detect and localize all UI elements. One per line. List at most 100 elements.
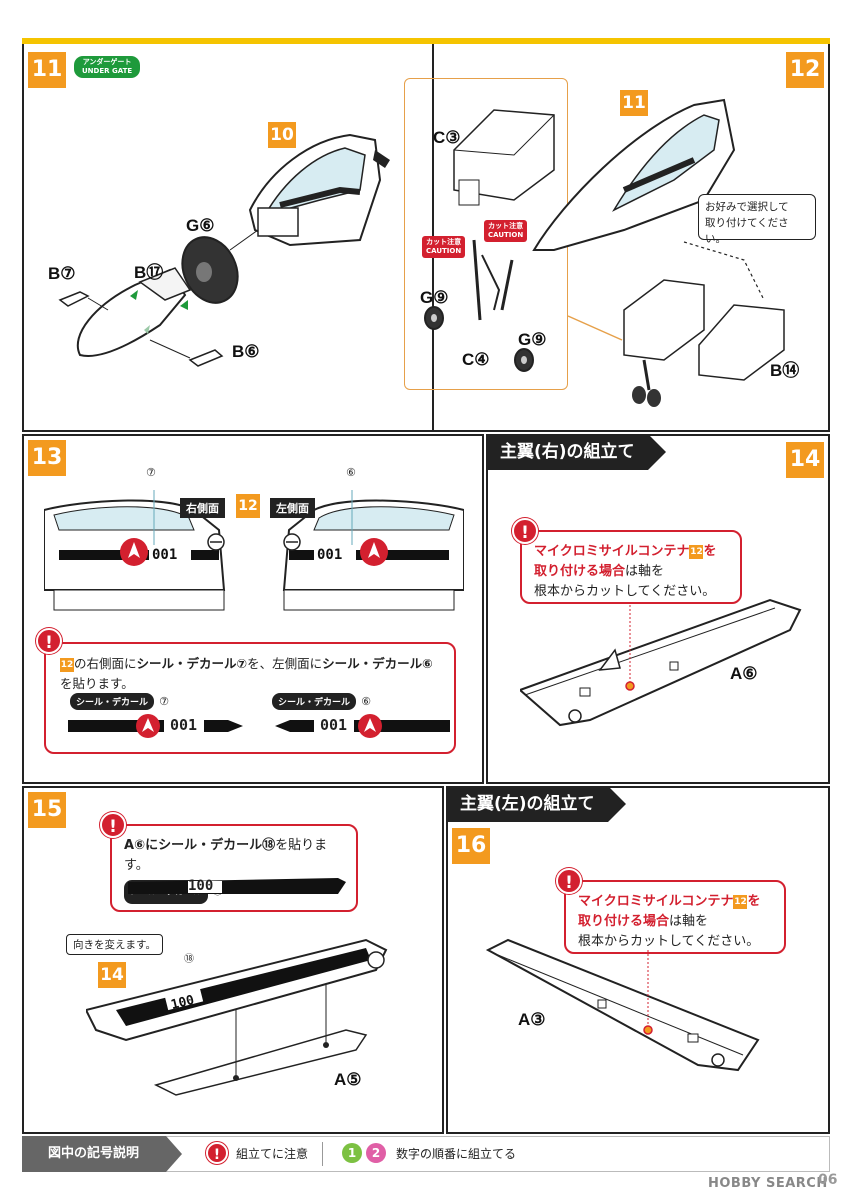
s16-note-ref: 12 [733, 894, 748, 909]
s16-note-d: は軸を [669, 914, 709, 929]
legend-title: 図中の記号説明 [22, 1136, 182, 1172]
wing-decal-illustration: 100 [86, 938, 388, 1096]
step-14-number: 14 [786, 442, 824, 478]
left-wing-illustration [485, 938, 760, 1072]
page-number: 06 [818, 1172, 838, 1188]
step-14-note: マイクロミサイルコンテナ12を 取り付ける場合は軸を 根本からカットしてください… [520, 530, 742, 604]
s12-label-c4: C④ [462, 350, 490, 369]
svg-text:001: 001 [317, 547, 342, 563]
seal-7-tag: シール・デカール ⑦ [70, 690, 169, 710]
s11-label-b17: B⑰ [134, 263, 164, 282]
caution-icon-15: ! [100, 812, 126, 838]
step-12-ref: 11 [620, 90, 648, 116]
decal-6-number: 001 [320, 716, 348, 734]
s14-note-a: マイクロミサイルコンテナ [534, 544, 690, 559]
step-11-ref: 10 [268, 122, 296, 148]
decal-18-number: 100 [188, 878, 214, 894]
s15-note-line1: A⑥にシール・デカール⑱を貼ります。 [124, 836, 344, 876]
s14-note-c: 取り付ける場合 [534, 564, 626, 579]
s14-part-a6: A⑥ [730, 664, 758, 683]
s12-label-b14: B⑭ [770, 361, 800, 380]
s14-note-line2: 取り付ける場合は軸を [534, 562, 728, 582]
s14-note-line1: マイクロミサイルコンテナ12を [534, 542, 728, 562]
step-15-number: 15 [28, 792, 66, 828]
note-text-b: シール・デカール⑦ [136, 656, 248, 671]
caution-icon-13: ! [36, 628, 62, 654]
s11-label-b6: B⑥ [232, 342, 260, 361]
note-text-d: シール・デカール⑥ [322, 656, 433, 671]
step-16-title: 主翼(左)の組立て [446, 786, 626, 822]
decal-7-number: 001 [170, 716, 198, 734]
under-gate-en: UNDER GATE [82, 67, 133, 75]
left-side-tag: 左側面 [270, 498, 315, 518]
step-16-note: マイクロミサイルコンテナ12を 取り付ける場合は軸を 根本からカットしてください… [564, 880, 786, 954]
legend-order-text: 数字の順番に組立てる [396, 1147, 517, 1161]
step-14-title: 主翼(右)の組立て [486, 434, 666, 470]
step-13-number: 13 [28, 440, 66, 476]
under-gate-jp: アンダーゲート [82, 58, 132, 66]
hobby-search-watermark: HOBBY SEARCH [708, 1176, 828, 1191]
right-wing-illustration [520, 598, 802, 727]
caution-en-1: CAUTION [426, 247, 462, 255]
landing-gear-illustration [424, 98, 785, 407]
s16-note-line3: 根本からカットしてください。 [578, 934, 760, 949]
caution-jp-2: カット注意 [488, 222, 524, 230]
step-15-ref: 14 [98, 962, 126, 988]
step-11-number: 11 [28, 52, 66, 88]
s12-label-c3: C③ [433, 128, 461, 147]
s15-note-c: を貼ります。 [124, 838, 328, 873]
step-15-note: A⑥にシール・デカール⑱を貼ります。 シール・デカール ⑱ [110, 824, 358, 912]
top-bar [22, 38, 830, 44]
s16-note-line1: マイクロミサイルコンテナ12を [578, 892, 772, 912]
s16-note-a: マイクロミサイルコンテナ [578, 894, 734, 909]
s15-note-a: A⑥に [124, 838, 159, 853]
decal-marker-right: ⑦ [146, 466, 156, 479]
svg-text:001: 001 [152, 547, 177, 563]
seal-num-6: ⑥ [361, 695, 371, 708]
s12-label-g9b: G⑨ [518, 330, 547, 349]
s16-note-b: を [747, 894, 761, 909]
seal-label-6: シール・デカール [272, 693, 357, 710]
legend-caution-icon: ! [206, 1142, 228, 1164]
seal-num-7: ⑦ [159, 695, 169, 708]
s12-label-g9a: G⑨ [420, 288, 449, 307]
order-2-icon: 2 [366, 1143, 386, 1163]
step-12-number: 12 [786, 52, 824, 88]
decal-18-graphic [128, 878, 346, 894]
s14-note-d: は軸を [625, 564, 665, 579]
s16-note-line2: 取り付ける場合は軸を [578, 912, 772, 932]
caution-jp-1: カット注意 [426, 238, 462, 246]
s15-part-a5: A⑤ [334, 1070, 362, 1089]
seal-6-tag: シール・デカール ⑥ [272, 690, 371, 710]
decal-6-graphic [275, 714, 450, 738]
direction-note: 向きを変えます。 [66, 934, 163, 955]
right-side-tag: 右側面 [180, 498, 225, 518]
order-1-icon: 1 [342, 1143, 362, 1163]
s15-note-b: シール・デカール⑱ [158, 838, 276, 853]
s16-note-c: 取り付ける場合 [578, 914, 670, 929]
nose-cone-assembly-illustration [58, 133, 390, 367]
s14-note-line3: 根本からカットしてください。 [534, 584, 716, 599]
s16-part-a3: A③ [518, 1010, 546, 1029]
note-text-a: の右側面に [74, 656, 137, 671]
s11-label-b7: B⑦ [48, 264, 76, 283]
s11-label-g6: G⑥ [186, 216, 215, 235]
svg-text:100: 100 [169, 993, 196, 1013]
step-16-number: 16 [452, 828, 490, 864]
step-13-note-line2: を貼ります。 [60, 676, 134, 691]
step-13-note-line1: 12の右側面にシール・デカール⑦を、左側面にシール・デカール⑥ [60, 654, 440, 674]
select-note-box: お好みで選択して 取り付けてください。 [698, 194, 816, 245]
under-gate-tag: アンダーゲート UNDER GATE [74, 56, 141, 78]
s14-note-ref: 12 [689, 544, 704, 559]
caution-en-2: CAUTION [488, 231, 524, 239]
step-13-note: 12の右側面にシール・デカール⑦を、左側面にシール・デカール⑥ を貼ります。 [44, 642, 456, 754]
decal-7-graphic [68, 714, 243, 738]
step-13-ref: 12 [236, 494, 260, 518]
note-ref-12: 12 [60, 657, 74, 672]
fuselage-sides-illustration: 001 001 [44, 490, 464, 611]
legend-caution-text: 組立てに注意 [236, 1147, 309, 1161]
caution-icon-16: ! [556, 868, 582, 894]
s14-note-b: を [703, 544, 717, 559]
